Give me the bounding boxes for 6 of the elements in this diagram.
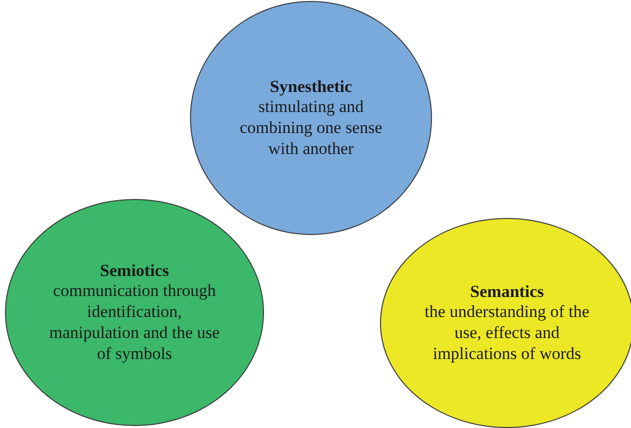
concept-description: communication through identification, manipulation and the use of symbols <box>48 281 221 364</box>
concept-heading: Synesthetic <box>270 76 352 98</box>
concept-heading: Semiotics <box>100 260 169 282</box>
concept-heading: Semantics <box>470 282 544 302</box>
concept-description: stimulating and combining one sense with another <box>238 97 384 160</box>
concept-description: the understanding of the use, effects and implications of words <box>424 302 590 364</box>
